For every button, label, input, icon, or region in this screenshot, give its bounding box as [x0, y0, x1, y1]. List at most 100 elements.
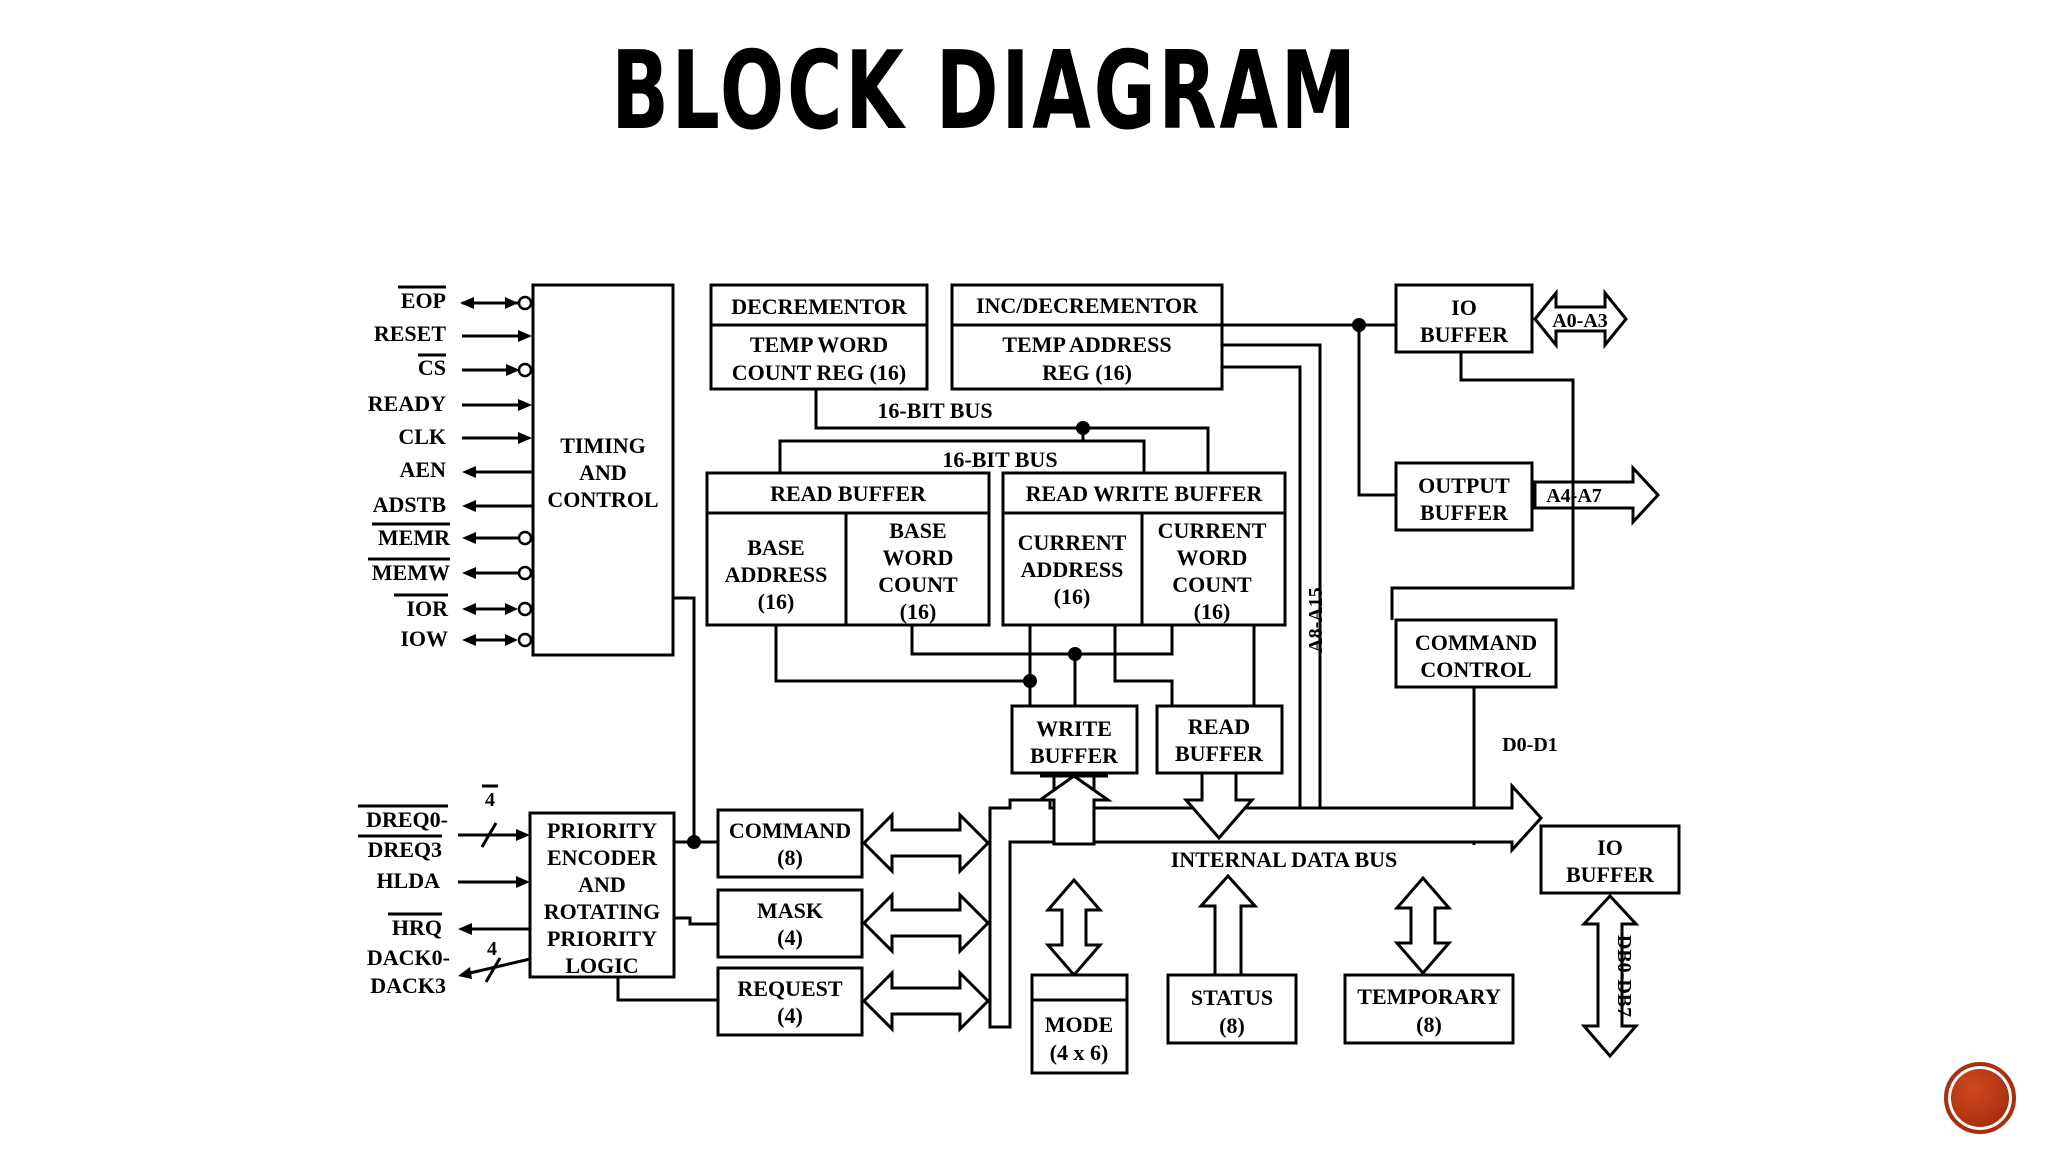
next-slide-button[interactable] — [1944, 1062, 2016, 1134]
signal-ready: READY — [368, 391, 446, 416]
base-word-count-2: WORD — [883, 545, 954, 570]
signal-cs: CS — [418, 355, 446, 380]
base-address-3: (16) — [758, 589, 795, 614]
db0-db7-label: DB0-DB7 — [1613, 935, 1635, 1017]
aen-arrow — [462, 466, 476, 478]
priority-label-2: ENCODER — [547, 845, 658, 870]
mask-box — [716, 888, 864, 959]
mode-block: MODE (4 x 6) — [1030, 973, 1129, 1075]
priority-encoder-block: PRIORITY ENCODER AND ROTATING PRIORITY L… — [528, 811, 676, 979]
request-block: REQUEST (4) — [716, 966, 864, 1037]
read-buffer-group: READ BUFFER BASE ADDRESS (16) BASE WORD … — [705, 471, 991, 627]
decrementor-block: DECREMENTOR TEMP WORD COUNT REG (16) — [709, 283, 929, 391]
priority-junction — [687, 835, 701, 849]
io-buffer-top-block: IO BUFFER — [1394, 283, 1534, 354]
mask-label-2: (4) — [777, 925, 803, 950]
read-buffer-small-block: READ BUFFER — [1155, 704, 1284, 775]
incdecrementor-body-2: REG (16) — [1042, 360, 1132, 385]
signal-dreq3: DREQ3 — [367, 837, 442, 862]
signal-ior: IOR — [406, 596, 449, 621]
base-address-1: BASE — [747, 535, 804, 560]
mask-label-1: MASK — [757, 898, 823, 923]
base-word-count-link — [910, 625, 1174, 656]
lower-left-signal-group: DREQ0- DREQ3 4 HLDA HRQ DACK0- DACK3 4 — [358, 784, 531, 998]
signal-iow: IOW — [400, 626, 448, 651]
write-junction-a — [1023, 674, 1037, 688]
timing-to-priority-line — [673, 596, 696, 842]
a8-a15-line-inner — [1222, 365, 1302, 808]
memr-bubble — [517, 530, 533, 546]
command-label-2: (8) — [777, 845, 803, 870]
current-word-count-3: COUNT — [1172, 572, 1252, 597]
priority-label-4: ROTATING — [544, 899, 661, 924]
bus16-label-a: 16-BIT BUS — [877, 398, 992, 423]
left-signal-group: EOP RESET CS READY CLK AEN ADSTB MEMR ME… — [368, 285, 533, 651]
write-buffer-box — [1010, 704, 1139, 775]
io-buffer-bottom-box — [1539, 824, 1681, 895]
write-buffer-arrow-up — [1035, 774, 1113, 846]
slide-title: BLOCK DIAGRAM — [611, 29, 1359, 154]
mask-bus-arrow — [861, 891, 991, 955]
incdecrementor-header: INC/DECREMENTOR — [976, 293, 1199, 318]
priority-to-request-line — [616, 977, 718, 1002]
timing-label-1: TIMING — [560, 433, 646, 458]
mode-bus-arrow — [1044, 877, 1104, 978]
a0-a3-label: A0-A3 — [1552, 310, 1608, 332]
base-address-link — [774, 625, 1030, 683]
priority-label-1: PRIORITY — [547, 818, 657, 843]
current-word-count-1: CURRENT — [1158, 518, 1267, 543]
a0-a3-bus-arrow — [1533, 288, 1628, 350]
dack-line — [469, 957, 531, 975]
status-bus-arrow — [1197, 873, 1259, 977]
write-buffer-block: WRITE BUFFER — [1010, 704, 1139, 775]
cs-arrow — [506, 364, 520, 376]
request-label-1: REQUEST — [737, 976, 842, 1001]
request-box — [716, 966, 864, 1037]
dreq-slash — [480, 822, 498, 848]
read-write-buffer-header: READ WRITE BUFFER — [1026, 481, 1264, 506]
d0-d1-label: D0-D1 — [1502, 734, 1558, 756]
write-buffer-label-1: WRITE — [1036, 716, 1112, 741]
mode-label-2: (4 x 6) — [1050, 1040, 1109, 1065]
signal-clk: CLK — [398, 424, 446, 449]
mode-box — [1030, 973, 1129, 1075]
command-label-1: COMMAND — [729, 818, 851, 843]
adstb-arrow — [462, 500, 476, 512]
temporary-box — [1343, 973, 1515, 1045]
temporary-block: TEMPORARY (8) — [1343, 973, 1515, 1045]
command-box — [716, 808, 864, 879]
decrementor-box — [709, 283, 929, 391]
base-address-2: ADDRESS — [725, 562, 828, 587]
command-control-box — [1394, 618, 1558, 689]
hrq-arrow — [458, 923, 472, 935]
output-buffer-label-2: BUFFER — [1420, 500, 1509, 525]
output-buffer-box — [1394, 461, 1534, 532]
ready-arrow — [518, 399, 532, 411]
signal-memw: MEMW — [372, 560, 450, 585]
bus16-upper-line — [814, 389, 1210, 473]
signal-memr: MEMR — [378, 525, 451, 550]
iow-arrow-left — [462, 634, 476, 646]
signal-hrq: HRQ — [392, 915, 442, 940]
dreq-arrow — [516, 829, 530, 841]
command-bus-arrow — [861, 811, 991, 875]
dack-slash — [484, 957, 502, 983]
ior-arrow-left — [462, 603, 476, 615]
io-buffer-bottom-label-2: BUFFER — [1566, 862, 1655, 887]
signal-adstb: ADSTB — [373, 492, 447, 517]
reset-arrow — [518, 330, 532, 342]
temporary-label-1: TEMPORARY — [1357, 984, 1501, 1009]
db0-db7-bus-arrow — [1580, 893, 1640, 1059]
ior-bubble — [517, 601, 533, 617]
incdecrementor-box — [950, 283, 1224, 391]
timing-control-box — [531, 283, 675, 657]
io-buffer-top-label-1: IO — [1451, 295, 1477, 320]
io-to-command-control-line — [1390, 352, 1575, 620]
ior-arrow-right — [505, 603, 518, 615]
read-write-buffer-group-box — [1001, 471, 1287, 627]
command-control-block: COMMAND CONTROL — [1394, 618, 1558, 689]
mask-block: MASK (4) — [716, 888, 864, 959]
timing-control-block: TIMING AND CONTROL — [531, 283, 675, 657]
command-block: COMMAND (8) — [716, 808, 864, 879]
